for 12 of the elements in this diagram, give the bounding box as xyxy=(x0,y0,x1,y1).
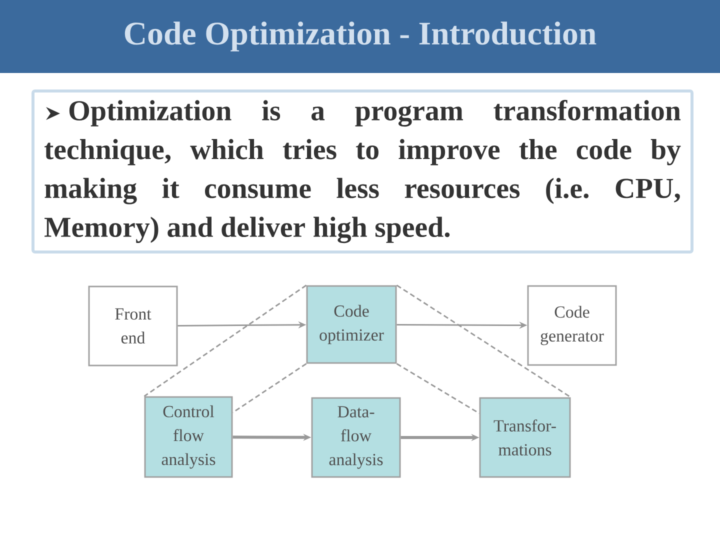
process-box: Transfor- mations xyxy=(479,397,571,478)
text-box: Optimization is a program transformation technique, which tries to improve the code by making it consume less resources (i.e. CPU, Memory) and deliver high speed. xyxy=(32,90,694,254)
dashed-line xyxy=(144,284,307,397)
process-box: Control flow analysis xyxy=(144,396,233,478)
process-box: Code optimizer xyxy=(306,285,397,364)
process-box: Code generator xyxy=(527,285,617,366)
dashed-line xyxy=(232,363,307,414)
dashed-line xyxy=(396,363,480,414)
process-box: Front end xyxy=(88,286,178,366)
process-box: Data- flow analysis xyxy=(311,397,401,478)
title-bar: Code Optimization - Introduction xyxy=(0,0,720,73)
dashed-line xyxy=(396,284,572,398)
